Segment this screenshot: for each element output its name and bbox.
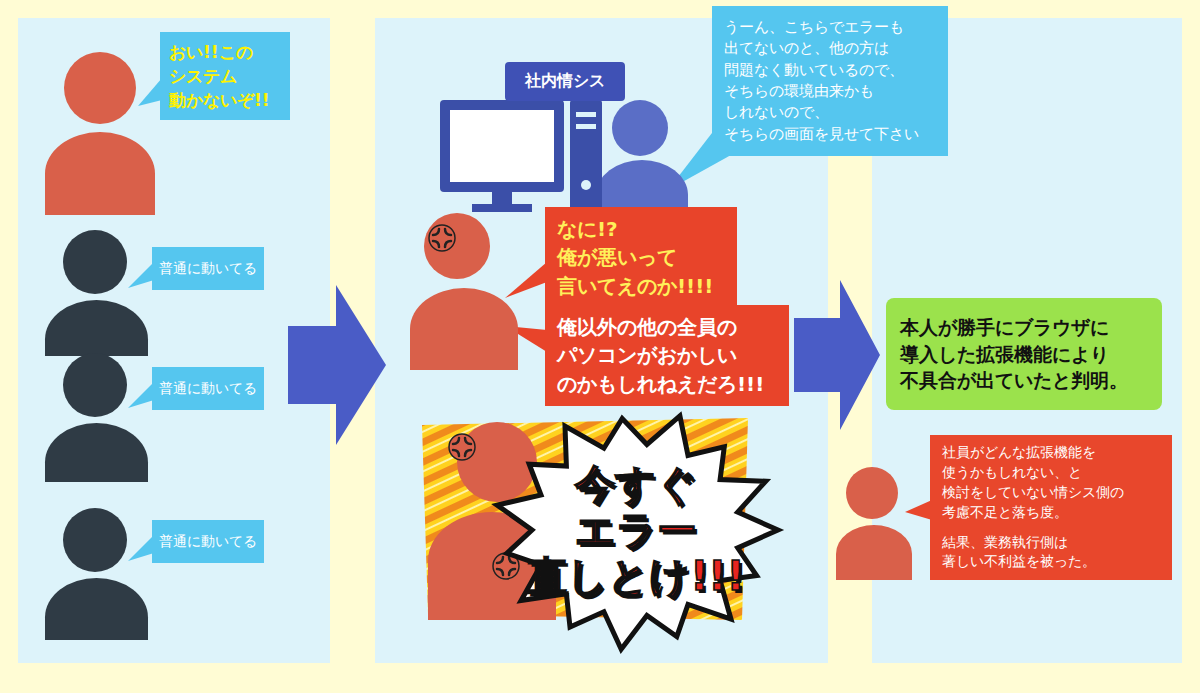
- big-arrows: [794, 280, 880, 430]
- computer: [450, 110, 554, 182]
- panels: [18, 18, 330, 663]
- anger-mark: [429, 225, 455, 251]
- angry-bubble: 俺以外の他の全員の パソコンがおかしい のかもしれねえだろ!!!: [545, 305, 789, 406]
- person-figure: [45, 132, 155, 215]
- comment-box: 社員がどんな拡張機能を 使うかもしれない、と 検討をしていない情シス側の 考慮不…: [930, 435, 1172, 580]
- person-figure: [63, 230, 127, 294]
- person-figure: [64, 52, 136, 124]
- speech-tails: [505, 262, 547, 298]
- person-figure: [45, 578, 148, 640]
- person-figure: [596, 160, 688, 212]
- person-figure: [45, 300, 148, 356]
- bubble-text-extra: 結果、業務執行側は 著しい不利益を被った。: [942, 533, 1160, 573]
- bubble-text: 普通に動いてる: [158, 379, 258, 399]
- computer: [576, 124, 596, 129]
- speech-tails: [138, 78, 162, 106]
- person-figure: [836, 525, 912, 580]
- computer: [492, 192, 512, 206]
- anger-mark: [433, 229, 451, 247]
- bubble-text: おい!!この システム 動かないぞ!!: [169, 40, 281, 112]
- computer: [472, 204, 532, 212]
- person-figure: [846, 467, 898, 519]
- person-figure: [410, 288, 518, 370]
- computer: [576, 112, 596, 117]
- burst-shape: [497, 416, 778, 649]
- person-figure: [45, 52, 155, 215]
- bubble-text: 普通に動いてる: [158, 259, 258, 279]
- speech-tails: [128, 262, 154, 288]
- department-label: 社内情シス: [505, 62, 625, 101]
- result-box: 本人が勝手にブラウザに 導入した拡張機能により 不具合が出ていたと判明。: [886, 298, 1162, 410]
- bubble-text: 社内情シス: [515, 70, 615, 93]
- computer: [581, 180, 591, 190]
- speech-bubble: 普通に動いてる: [152, 247, 264, 290]
- speech-bubble: 普通に動いてる: [152, 367, 264, 410]
- bubble-text: 俺以外の他の全員の パソコンがおかしい のかもしれねえだろ!!!: [557, 313, 777, 398]
- speech-bubble: おい!!この システム 動かないぞ!!: [160, 32, 290, 120]
- panels: [18, 18, 1182, 663]
- person-figure: [612, 100, 668, 156]
- speech-tails: [128, 382, 154, 408]
- person-figure: [45, 230, 148, 356]
- anger-mark: [497, 557, 515, 575]
- anger-mark: [429, 225, 455, 251]
- anger-mark: [449, 434, 475, 460]
- bubble-text: 本人が勝手にブラウザに 導入した拡張機能により 不具合が出ていたと判明。: [900, 314, 1148, 395]
- big-arrows: [288, 280, 880, 445]
- person-figure: [596, 100, 688, 212]
- person-figure: [63, 353, 127, 417]
- anger-mark: [449, 434, 475, 460]
- bubble-text: 普通に動いてる: [158, 532, 258, 552]
- angry-bubble: なに!? 俺が悪いって 言いてえのか!!!!: [545, 207, 737, 308]
- burst-text-box: 今すぐ エラー 直しとけ!!!: [526, 460, 746, 600]
- person-figure: [45, 353, 148, 482]
- person-figure: [457, 422, 537, 502]
- computer: [440, 100, 564, 192]
- speech-tails: [905, 500, 932, 520]
- computer: [570, 100, 602, 212]
- big-arrows: [288, 285, 386, 445]
- speech-bubble: 普通に動いてる: [152, 520, 264, 563]
- computer: [440, 100, 602, 212]
- person-figure: [63, 508, 127, 572]
- bubble-text: 社員がどんな拡張機能を 使うかもしれない、と 検討をしていない情シス側の 考慮不…: [942, 443, 1160, 523]
- speech-tails: [128, 535, 154, 561]
- anger-mark: [453, 438, 471, 456]
- person-figure: [410, 213, 518, 370]
- bubble-text: うーん、こちらでエラーも 出てないのと、他の方は 問題なく動いているので、 そち…: [724, 17, 936, 145]
- bubble-text: なに!? 俺が悪いって 言いてえのか!!!!: [557, 215, 725, 300]
- bubble-text: 今すぐ エラー 直しとけ!!!: [526, 461, 746, 599]
- person-figure: [836, 467, 912, 580]
- person-figure: [45, 508, 148, 640]
- person-figure: [45, 423, 148, 482]
- speech-bubble: うーん、こちらでエラーも 出てないのと、他の方は 問題なく動いているので、 そち…: [712, 6, 948, 156]
- person-figure: [424, 213, 490, 279]
